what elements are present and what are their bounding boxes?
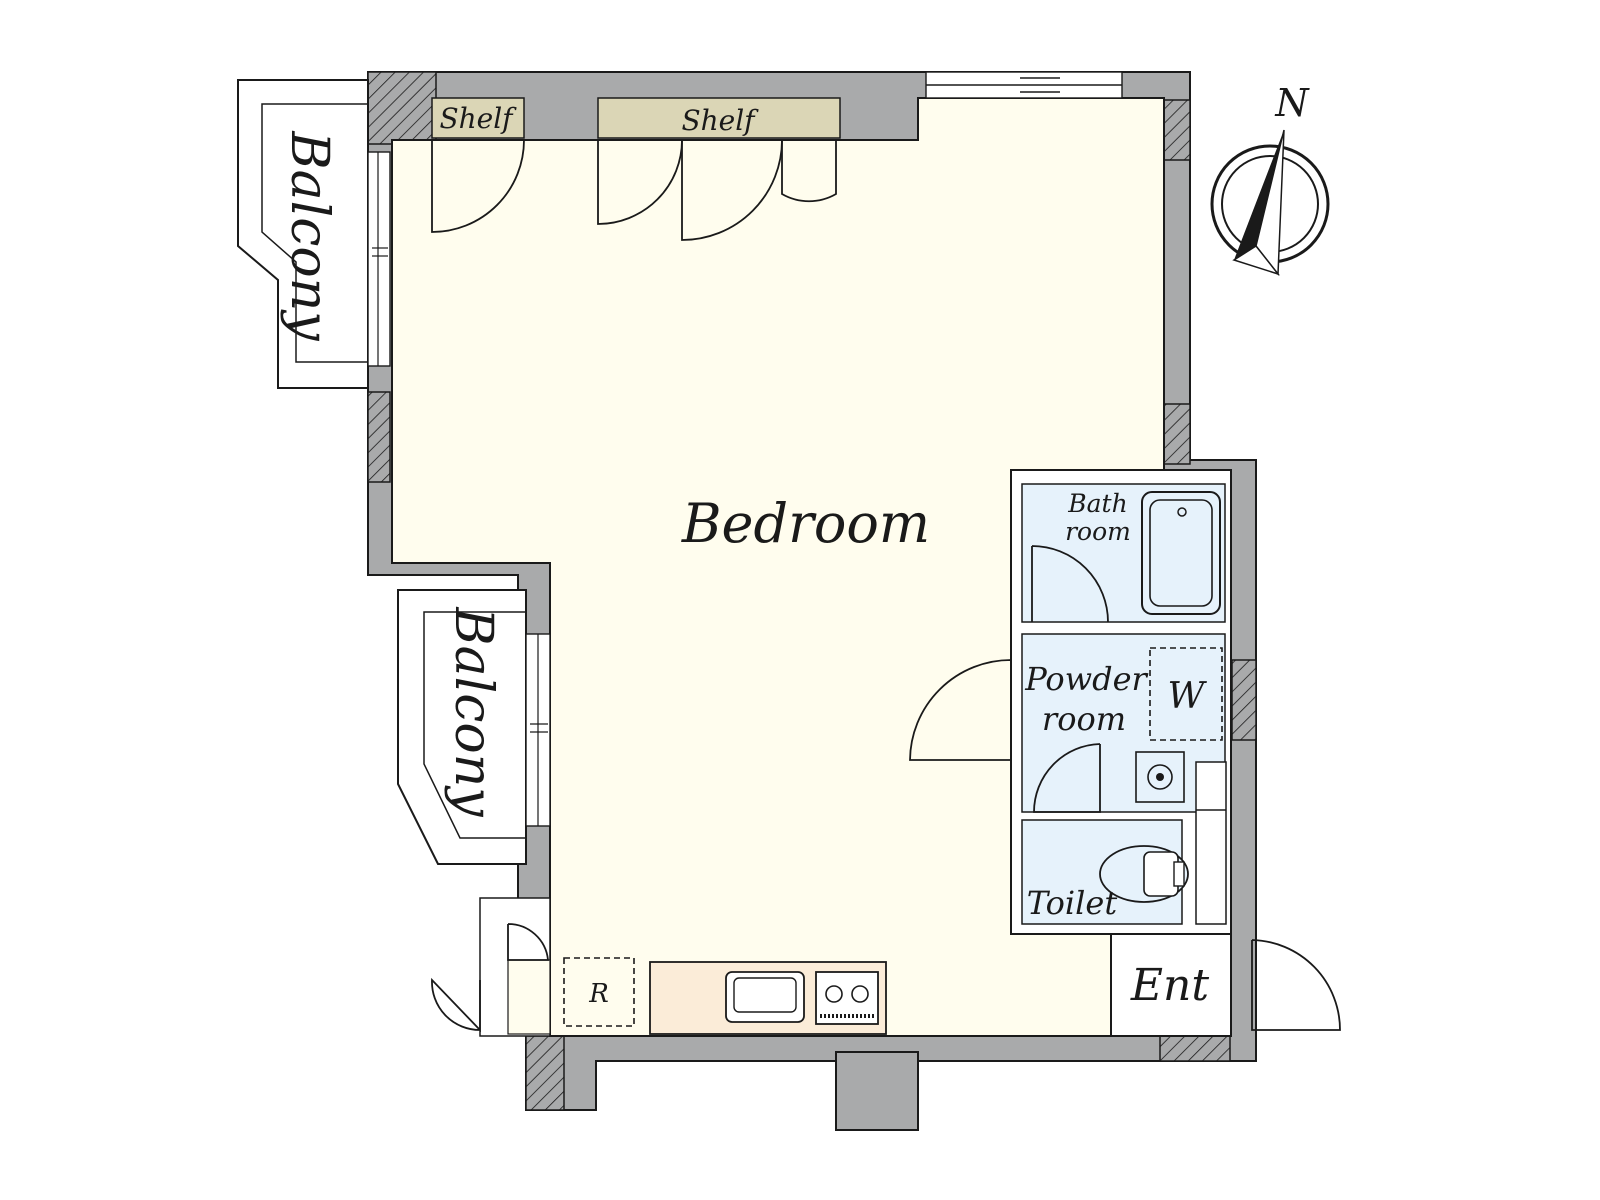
- compass: N: [1210, 81, 1330, 277]
- washer-space: [1149, 647, 1223, 741]
- balcony-upper: Balcony: [237, 79, 391, 389]
- shelf-left-label: Shelf: [439, 102, 517, 135]
- north-arrow-icon: [1234, 130, 1284, 260]
- powder-room-door: [1033, 743, 1101, 813]
- balcony-lower: Balcony: [397, 589, 551, 865]
- doors: [431, 139, 1341, 1033]
- toilet-room: Toilet: [1027, 845, 1189, 922]
- toilet-label: Toilet: [1027, 884, 1118, 922]
- shelf-right: Shelf: [597, 97, 841, 139]
- kitchen-sink: [725, 971, 805, 1023]
- compass-north-label: N: [1274, 81, 1310, 125]
- shelf-door-4: [781, 140, 837, 203]
- storage-cabinet: [1195, 761, 1227, 925]
- bathroom-label-line1: Bath: [1067, 489, 1127, 518]
- washer-label: W: [1167, 676, 1207, 717]
- bedroom-label: Bedroom: [681, 492, 930, 555]
- front-door: [1251, 939, 1341, 1031]
- powder-room: W Powder room: [1024, 647, 1223, 803]
- bathroom-door: [1031, 545, 1109, 623]
- powder-room-floor: [1021, 633, 1226, 813]
- balcony-lower-label: Balcony: [443, 606, 503, 817]
- bathtub: [1141, 491, 1221, 615]
- shelf-left: Shelf: [431, 97, 525, 139]
- bathroom-label-line2: room: [1065, 517, 1131, 546]
- shelf-door-1: [431, 139, 525, 233]
- powder-room-label-line2: room: [1042, 700, 1126, 738]
- shelf-door-3: [681, 139, 783, 241]
- side-door-upper: [507, 923, 549, 961]
- refrigerator-label: R: [588, 979, 609, 1009]
- entrance-label: Ent: [1130, 960, 1209, 1011]
- side-door-lower: [431, 977, 481, 1033]
- entrance-floor: [1110, 933, 1232, 1037]
- refrigerator-space: [563, 957, 635, 1027]
- bedroom-entry-door: [909, 659, 1012, 761]
- powder-room-label-line1: Powder: [1024, 660, 1148, 698]
- kitchen: R: [563, 957, 887, 1035]
- top-window: [925, 71, 1123, 99]
- shelf-right-label: Shelf: [681, 104, 759, 137]
- balcony-upper-label: Balcony: [279, 130, 339, 341]
- shelf-door-2: [597, 139, 683, 225]
- bathroom: Bath room: [1065, 489, 1221, 615]
- sink: [1135, 751, 1185, 803]
